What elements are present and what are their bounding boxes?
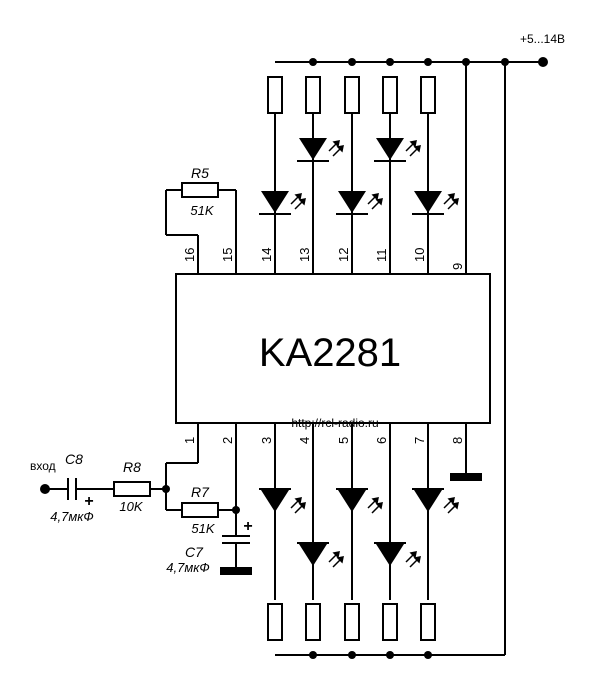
pin-6: 6 [374,437,389,444]
pin-16: 16 [182,248,197,262]
pin-14: 14 [259,248,274,262]
ic-name: KA2281 [259,331,401,375]
pin-11: 11 [374,249,389,263]
c7-value: 4,7мкФ [166,560,209,575]
pin-15: 15 [220,248,235,262]
pin-2: 2 [220,437,235,444]
pin-7: 7 [412,437,427,444]
r5-value: 51K [190,203,214,218]
pin-9: 9 [450,263,465,270]
r7-value: 51K [191,521,215,536]
pin-10: 10 [412,248,427,262]
top-leds [259,138,444,215]
supply-terminal [538,57,548,67]
pin-8: 8 [450,437,465,444]
r8-ref: R8 [123,459,141,475]
r7-ref: R7 [191,484,210,500]
input-label: вход [30,459,56,473]
pin-5: 5 [336,437,351,444]
top-resistors [267,76,436,114]
r5-resistor [165,182,237,236]
pin-12: 12 [336,248,351,262]
input-network [40,462,252,575]
pin-4: 4 [297,437,312,444]
c7-polarity: + [243,518,252,535]
c8-ref: C8 [65,451,83,467]
pin-13: 13 [297,248,312,262]
r5-ref: R5 [191,165,209,181]
c7-ref: C7 [185,544,204,560]
c8-value: 4,7мкФ [50,509,93,524]
website-label: http://rcl-radio.ru [291,416,378,430]
ground-symbol-pin8 [450,473,482,481]
bottom-leds [259,488,444,566]
led-light-arrows [290,140,459,568]
r8-value: 10K [119,499,143,514]
ground-symbol-c7 [220,567,252,575]
ic-body [175,273,491,424]
pin-1: 1 [182,437,197,444]
supply-label: +5...14B [520,32,565,46]
bottom-resistors [267,603,436,641]
c8-polarity: + [84,493,93,510]
supply-rail [275,57,548,659]
pin-3: 3 [259,437,274,444]
